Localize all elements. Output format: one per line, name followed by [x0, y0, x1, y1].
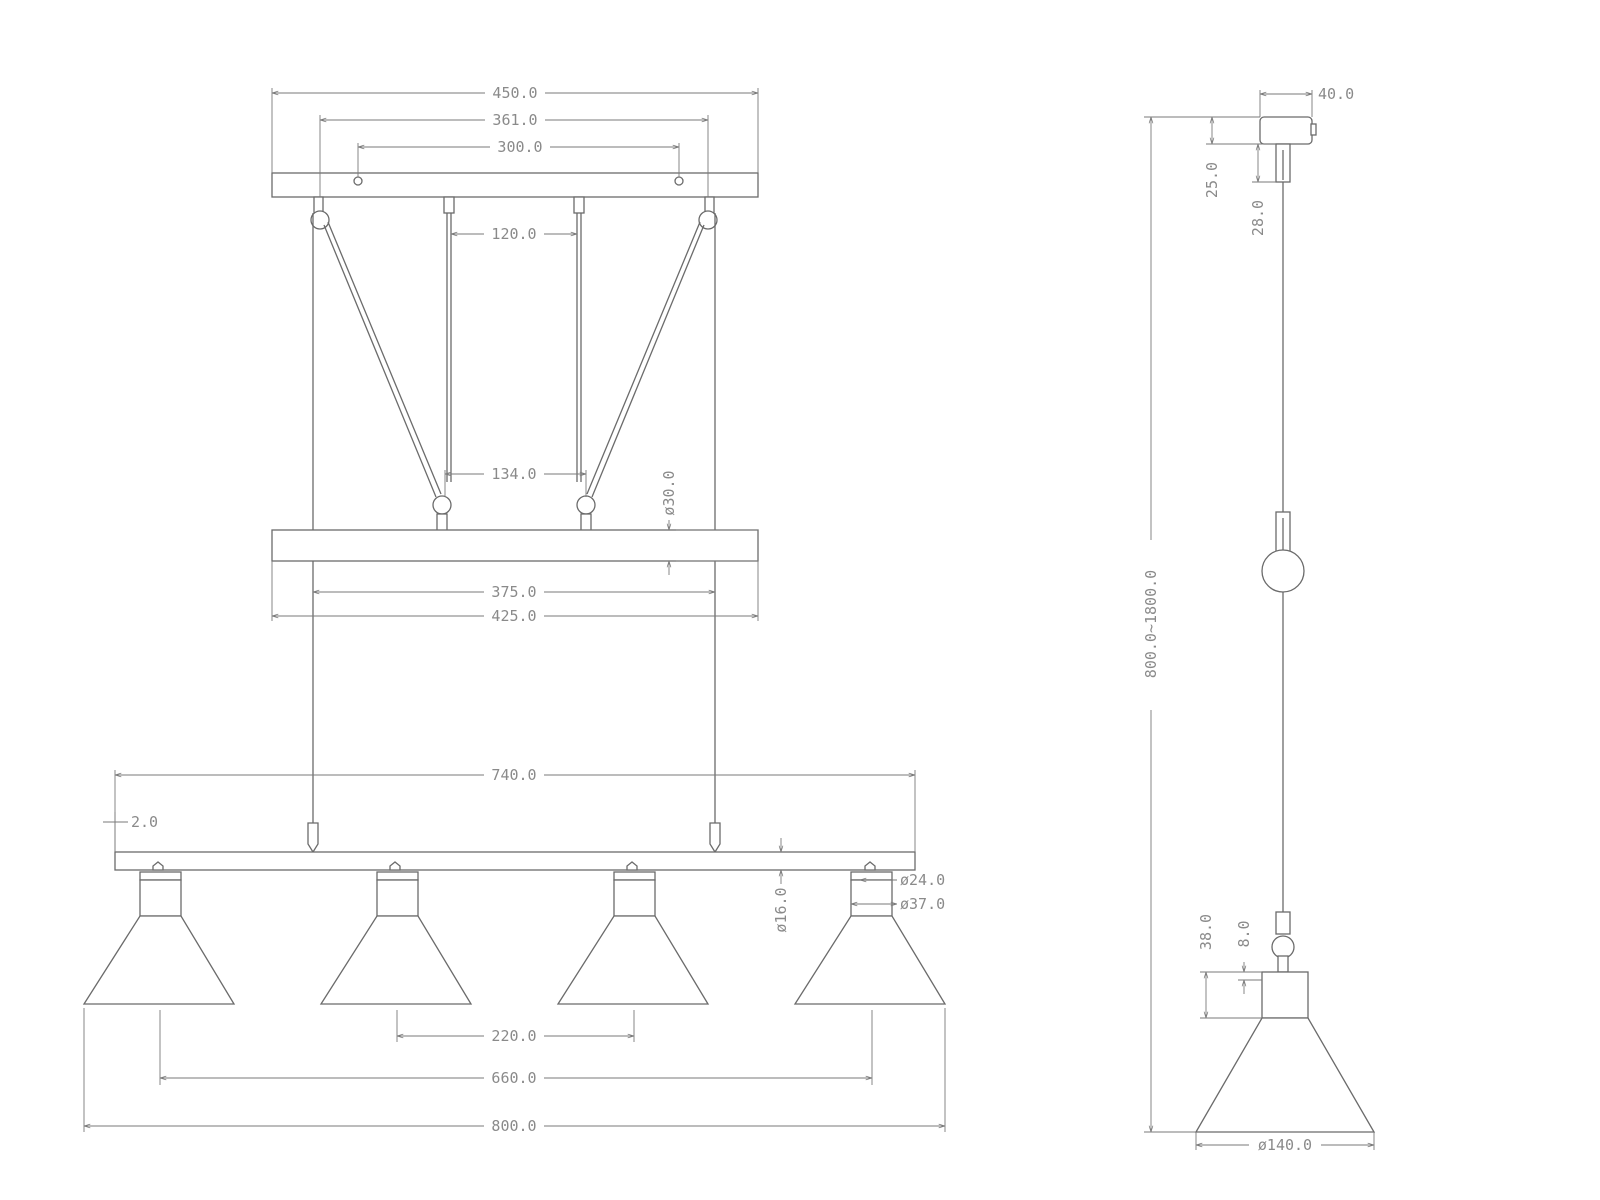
- lower-pulley-left: [432, 495, 452, 515]
- pendant-shade-1: [82, 861, 236, 1005]
- side-canopy-screw: [1310, 123, 1317, 136]
- label-canopy-width: 450.0: [492, 84, 537, 102]
- label-bar-tube-diameter: ø16.0: [772, 887, 790, 932]
- upper-pulley-left: [310, 210, 330, 230]
- label-clip-height: 28.0: [1249, 200, 1267, 236]
- dim-shade-diameter: ø140.0: [1195, 1132, 1375, 1154]
- dim-lower-pulley-spacing: 134.0: [444, 465, 587, 497]
- cable-grip-right-inner: [573, 196, 585, 214]
- label-bar-offset: 2.0: [131, 813, 158, 831]
- dim-bar-tube-diameter: ø16.0: [772, 838, 790, 933]
- label-spreader-thickness: ø30.0: [660, 470, 678, 515]
- dim-outer-cable-spacing: 361.0: [319, 111, 709, 197]
- dim-bar-offset: 2.0: [103, 812, 158, 852]
- mount-screw-right: [674, 176, 684, 186]
- side-joint-bottom: [1277, 955, 1289, 973]
- mount-screw-left: [353, 176, 363, 186]
- label-bar-length: 740.0: [491, 766, 536, 784]
- lower-pulley-right: [576, 495, 596, 515]
- diagonal-cable-left-a: [323, 224, 437, 498]
- label-lower-pulley-spacing: 134.0: [491, 465, 536, 483]
- side-shade: [1194, 1017, 1376, 1133]
- label-mount-hole-spacing: 300.0: [497, 138, 542, 156]
- diagonal-cable-right-b: [586, 221, 701, 495]
- lamp-bar: [114, 851, 916, 871]
- label-joint-offset: 8.0: [1235, 920, 1253, 947]
- label-outer-shade-spacing: 660.0: [491, 1069, 536, 1087]
- upper-pulley-right: [698, 210, 718, 230]
- dim-socket-top-diameter: ø24.0: [860, 871, 945, 889]
- label-socket-height: 38.0: [1197, 914, 1215, 950]
- dim-spreader-thickness: ø30.0: [660, 470, 758, 575]
- cable-fitting-right: [709, 822, 721, 854]
- dim-canopy-width: 450.0: [271, 84, 759, 173]
- dim-joint-offset: 8.0: [1235, 920, 1262, 994]
- label-socket-diameter: ø37.0: [900, 895, 945, 913]
- ceiling-canopy: [271, 172, 759, 198]
- label-canopy-height: 25.0: [1203, 162, 1221, 198]
- label-inner-cable-spacing: 120.0: [491, 225, 536, 243]
- dim-socket-diameter: ø37.0: [851, 895, 945, 913]
- dim-canopy-height: 25.0: [1203, 116, 1260, 198]
- label-outer-cable-spacing: 361.0: [492, 111, 537, 129]
- label-socket-top-diameter: ø24.0: [900, 871, 945, 889]
- dim-spreader-cable-spacing: 375.0: [313, 583, 715, 601]
- label-spreader-width: 425.0: [491, 607, 536, 625]
- side-view: 40.0 25.0 28.0 800.0~1800.0: [1142, 85, 1376, 1154]
- cable-grip-left-inner: [443, 196, 455, 214]
- dim-socket-height: 38.0: [1197, 914, 1262, 1019]
- label-shade-diameter: ø140.0: [1258, 1136, 1312, 1154]
- pendant-shade-4: [793, 861, 947, 1005]
- label-spreader-cable-spacing: 375.0: [491, 583, 536, 601]
- dim-outer-shade-spacing: 660.0: [159, 1010, 873, 1087]
- side-socket: [1261, 971, 1309, 1019]
- side-joint-top: [1275, 911, 1291, 935]
- dim-spreader-width: 425.0: [271, 561, 759, 625]
- lower-pulley-mount-left: [436, 513, 448, 533]
- label-overall-width: 800.0: [491, 1117, 536, 1135]
- diagonal-cable-left-b: [327, 221, 442, 495]
- label-shade-spacing: 220.0: [491, 1027, 536, 1045]
- lower-pulley-mount-right: [580, 513, 592, 533]
- dim-mount-hole-spacing: 300.0: [357, 138, 680, 177]
- dim-inner-cable-spacing: 120.0: [451, 225, 577, 243]
- dim-suspension-height: 800.0~1800.0: [1142, 116, 1260, 1133]
- side-canopy: [1259, 116, 1313, 145]
- side-pulley: [1261, 549, 1305, 593]
- dim-overall-width: 800.0: [83, 1008, 946, 1135]
- pendant-shade-3: [556, 861, 710, 1005]
- cable-fitting-left: [307, 822, 319, 854]
- label-canopy-depth: 40.0: [1318, 85, 1354, 103]
- pendant-shade-2: [319, 861, 473, 1005]
- diagonal-cable-right-a: [591, 224, 705, 498]
- dim-canopy-depth: 40.0: [1259, 85, 1354, 117]
- dim-clip-height: 28.0: [1249, 143, 1276, 236]
- spreader-bar: [271, 529, 759, 562]
- dim-shade-spacing: 220.0: [396, 1010, 635, 1045]
- side-joint: [1271, 935, 1295, 959]
- label-suspension-height: 800.0~1800.0: [1142, 570, 1160, 678]
- dim-bar-length: 740.0: [114, 766, 916, 852]
- front-view: 450.0 361.0 300.0 120.0: [82, 84, 947, 1135]
